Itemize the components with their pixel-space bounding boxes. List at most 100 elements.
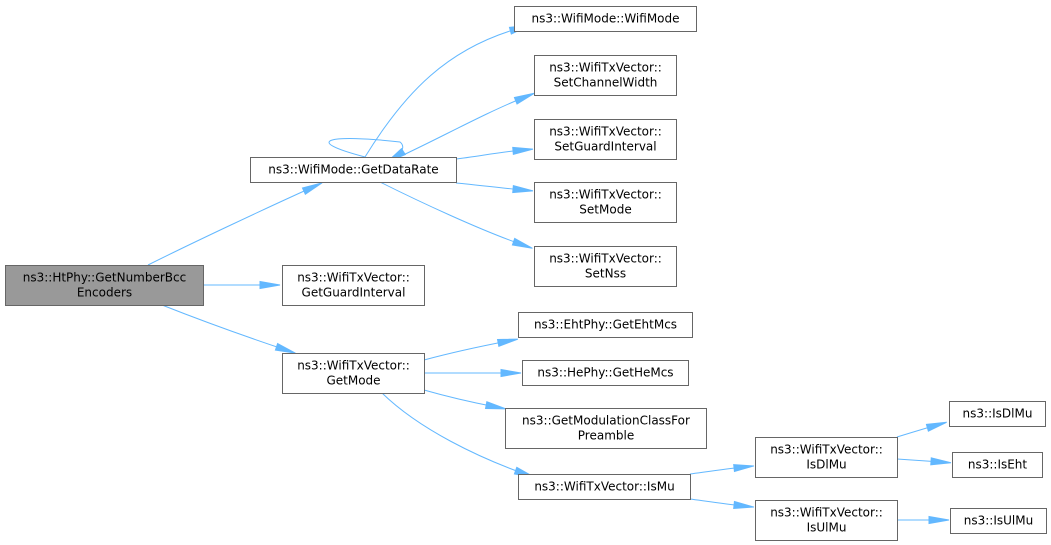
node-isUlMu[interactable]: ns3::IsUlMu [950,508,1047,534]
node-setMode[interactable]: ns3::WifiTxVector::SetMode [534,182,677,223]
node-box [518,312,693,338]
node-box [282,265,425,306]
edge-line [147,186,314,266]
node-box [505,408,707,449]
node-label: ns3::WifiTxVector:: [549,188,662,202]
edge-arrowhead [274,342,296,354]
node-label: ns3::WifiTxVector:: [770,506,883,520]
node-setNss[interactable]: ns3::WifiTxVector::SetNss [534,246,677,287]
node-label: IsDlMu [806,458,846,472]
node-box [514,6,697,32]
node-label: ns3::IsUlMu [964,514,1033,528]
edge-arrowhead [925,421,947,432]
node-label: SetNss [585,267,626,281]
node-box [952,452,1043,478]
node-label: ns3::IsEht [968,458,1028,472]
node-label: ns3::HtPhy::GetNumberBcc [23,271,186,285]
edge-getMode-to-getHeMcs [424,368,522,378]
edge-getDataRate-to-setMode [455,182,534,194]
edge-root-to-getMode [161,304,296,354]
edge-isDlMuTx-to-isEht [896,457,952,466]
edge-arrowhead [928,515,950,525]
node-isUlMuTx[interactable]: ns3::WifiTxVector::IsUlMu [755,500,898,541]
node-setGuardInterval[interactable]: ns3::WifiTxVector::SetGuardInterval [534,119,677,160]
node-box [949,401,1046,427]
nodes-layer: ns3::HtPhy::GetNumberBccEncodersns3::Wif… [5,6,1047,541]
node-setChannelWidth[interactable]: ns3::WifiTxVector::SetChannelWidth [534,55,677,96]
node-label: SetMode [579,203,631,217]
node-label: ns3::WifiTxVector:: [297,271,410,285]
edge-getDataRate-to-setGuardInterval [455,146,534,160]
edge-getMode-to-getModClass [423,389,506,410]
node-box [522,360,689,386]
edge-arrowhead [733,464,755,473]
node-label: Preamble [578,429,634,443]
edge-arrowhead [513,92,535,105]
node-box [534,182,677,223]
node-box [518,474,691,500]
node-box [282,353,425,394]
edge-getDataRate-to-setChannelWidth [398,92,535,158]
edge-line [328,138,404,158]
node-box [5,265,204,306]
node-label: SetGuardInterval [554,140,656,154]
node-box [534,55,677,96]
node-box [950,508,1047,534]
node-label: ns3::WifiMode::GetDataRate [268,163,438,177]
edge-isDlMuTx-to-isDlMu [896,421,947,438]
edge-line [423,389,497,408]
node-getHeMcs[interactable]: ns3::HePhy::GetHeMcs [522,360,689,386]
edge-line [398,96,526,158]
node-isDlMuTx[interactable]: ns3::WifiTxVector::IsDlMu [755,437,898,478]
edge-line [364,27,521,158]
node-wifiMode[interactable]: ns3::WifiMode::WifiMode [514,6,697,32]
node-getGuardInterval[interactable]: ns3::WifiTxVector::GetGuardInterval [282,265,425,306]
node-label: ns3::WifiTxVector:: [549,125,662,139]
node-label: Encoders [77,286,132,300]
node-label: ns3::WifiMode::WifiMode [531,12,679,26]
node-label: ns3::IsDlMu [963,407,1033,421]
node-label: ns3::WifiTxVector::IsMu [534,480,674,494]
edge-line [161,304,287,351]
node-label: ns3::WifiTxVector:: [549,61,662,75]
node-label: IsUlMu [807,521,847,535]
edge-arrowhead [259,280,281,290]
edge-arrowhead [733,500,755,509]
node-label: SetChannelWidth [554,76,658,90]
node-label: ns3::EhtPhy::GetEhtMcs [534,318,677,332]
edge-root-to-getGuardInterval [203,280,281,290]
edge-arrowhead [930,457,952,466]
node-box [534,119,677,160]
node-getDataRate[interactable]: ns3::WifiMode::GetDataRate [250,157,457,183]
edge-line [381,392,526,475]
node-label: ns3::WifiTxVector:: [549,252,662,266]
node-box [250,157,457,183]
node-box [534,246,677,287]
edge-arrowhead [484,400,506,410]
node-label: GetGuardInterval [302,286,406,300]
edge-arrowhead [500,368,522,378]
node-isMu[interactable]: ns3::WifiTxVector::IsMu [518,474,691,500]
edge-root-to-getDataRate [147,182,323,266]
node-getMode[interactable]: ns3::WifiTxVector::GetMode [282,353,425,394]
node-label: ns3::GetModulationClassFor [522,414,690,428]
edge-getDataRate-to-setNss [379,181,533,249]
edge-arrowhead [511,237,533,249]
edge-arrowhead [512,184,534,194]
edge-getDataRate-to-wifiMode [364,24,530,158]
edge-isMu-to-isDlMuTx [689,464,755,475]
edge-arrowhead [512,146,534,156]
node-box [755,500,898,541]
node-label: GetMode [326,374,380,388]
node-box [755,437,898,478]
node-getEhtMcs[interactable]: ns3::EhtPhy::GetEhtMcs [518,312,693,338]
node-isDlMu[interactable]: ns3::IsDlMu [949,401,1046,427]
edge-isUlMuTx-to-isUlMu [897,515,950,525]
node-isEht[interactable]: ns3::IsEht [952,452,1043,478]
node-label: ns3::WifiTxVector:: [297,359,410,373]
edge-line [423,340,509,361]
node-label: ns3::WifiTxVector:: [770,443,883,457]
